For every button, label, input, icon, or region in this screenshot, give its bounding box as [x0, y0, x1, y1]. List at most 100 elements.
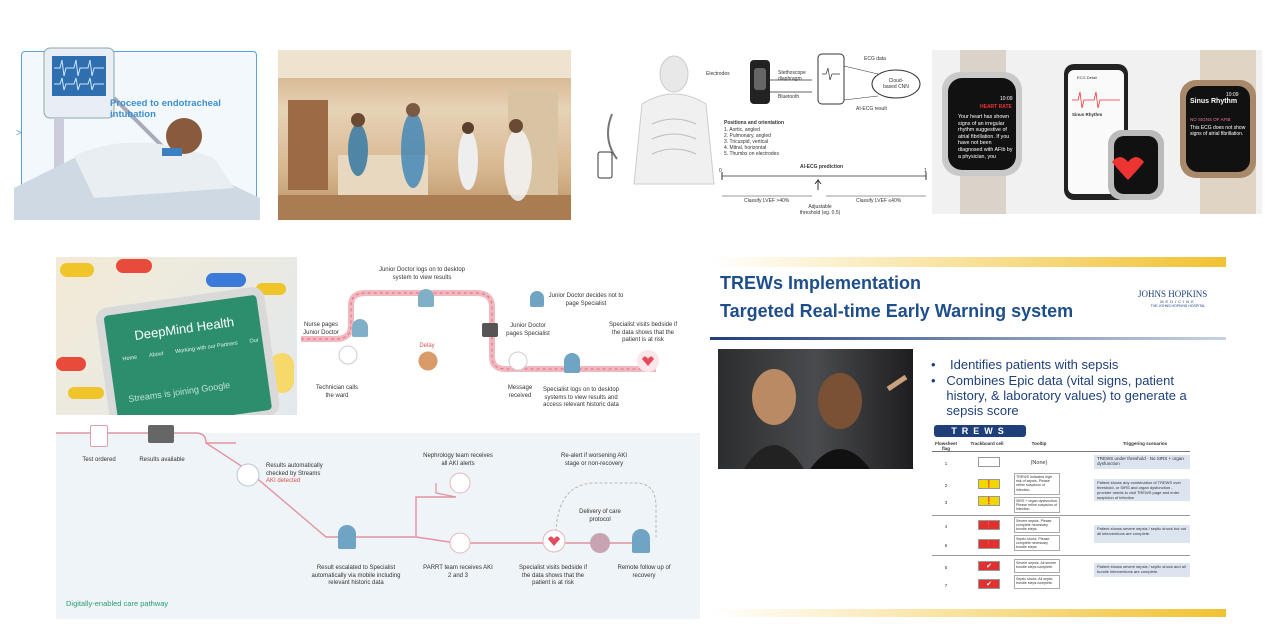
label-specialist-visits: Specialist visits bedside if the data sh… — [608, 322, 678, 343]
pathway-connectors — [56, 290, 659, 554]
bullet-2-text: Combines Epic data (vital signs, patient… — [946, 373, 1187, 418]
label-junior-logon: Junior Doctor logs on to desktop system … — [378, 267, 466, 281]
row2-flag: 2 — [944, 483, 948, 488]
intubation-scene — [14, 47, 260, 220]
label-nurse: Nurse pages Junior Doctor — [303, 322, 339, 336]
label-junior-decides: Junior Doctor decides not to page Specia… — [548, 293, 624, 307]
stethoscope-label: Stethoscope diaphragm — [778, 70, 806, 82]
axis-min: 0 — [719, 168, 722, 174]
intubation-title: Proceed to endotracheal intubation — [110, 98, 221, 120]
specialist-mobile-avatar — [338, 525, 356, 549]
nurse-avatar — [352, 319, 368, 337]
sinus-rhythm-text: This ECG does not show signs of atrial f… — [1190, 125, 1246, 137]
row4-scenario: Patient shows severe sepsis / septic sho… — [1094, 525, 1190, 543]
row1-cell — [978, 457, 1000, 467]
deepmind-phone-photo: DeepMind Health Home About Working with … — [56, 257, 297, 437]
followup-avatar — [632, 529, 650, 553]
top-stripe — [710, 257, 1226, 267]
label-message: Message received — [507, 385, 533, 399]
label-technician: Technician calls the ward — [315, 385, 359, 399]
deepmind-care-pathway: DeepMind Health Home About Working with … — [56, 257, 700, 619]
heart-rate-label: HEART RATE — [980, 104, 1012, 110]
bullet-2: • Combines Epic data (vital signs, patie… — [931, 373, 1201, 418]
trews-title: TREWs Implementation — [720, 273, 922, 293]
row5-flag: 6 — [944, 543, 948, 548]
ecg-detail-heading: ECG Detail — [1077, 75, 1098, 80]
bluetooth-label: Bluetooth — [778, 94, 800, 100]
row3-tooltip: SIRS + organ dysfunction. Please refine … — [1014, 497, 1060, 513]
label-test-ordered: Test ordered — [82, 457, 116, 463]
logo-text: JOHNS HOPKINS — [1138, 289, 1208, 299]
label-junior-pages: Junior Doctor pages Specialist — [506, 323, 550, 337]
digital-pathway-panel — [56, 433, 700, 619]
chevron-right-icon: > — [16, 128, 22, 139]
row6-flag: 5 — [944, 565, 948, 570]
phone-result: Sinus Rhythm — [1072, 112, 1103, 117]
axis-max: 1 — [924, 168, 927, 174]
ai-ecg-diagram: Electrodes Stethoscope diaphragm Bluetoo… — [582, 44, 930, 220]
label-results-available: Results available — [139, 457, 185, 463]
intubation-illustration: Proceed to endotracheal intubation > — [14, 38, 260, 220]
electrodes-label: Electrodes — [706, 71, 730, 77]
desktop-icon — [482, 323, 498, 337]
label-realert: Re-alert if worsening AKI stage or non-r… — [560, 453, 628, 467]
row7-tooltip: Septic shock. All septic bundle steps co… — [1014, 575, 1060, 589]
pills-scene — [56, 259, 294, 437]
label-aki: AKI detected — [266, 478, 301, 484]
label-parrt: PARRT team receives AKI 2 and 3 — [423, 565, 493, 579]
cloud-label: Cloud-based CNN — [883, 78, 909, 90]
clipboard-icon — [90, 425, 108, 447]
junior-doctor-decides-avatar — [530, 291, 544, 307]
header-flag: Flowsheet flag — [934, 441, 957, 451]
row2-alert-icon: ❗ — [978, 479, 1000, 489]
row6-scenario: Patient shows severe sepsis / septic sho… — [1094, 563, 1190, 577]
position-2: 2. Pulmonary, angled — [724, 133, 771, 139]
row4-flag: 4 — [944, 524, 948, 529]
row7-flag: 7 — [944, 583, 948, 588]
doctors-scene — [744, 369, 908, 469]
label-delay: Delay — [419, 343, 435, 349]
position-1: 1. Aortic, angled — [724, 127, 760, 133]
row4-tooltip: Severe sepsis. Please complete necessary… — [1014, 517, 1060, 533]
rule-2 — [932, 555, 1190, 556]
junior-doctor-avatar — [418, 289, 434, 307]
position-3: 3. Tricuspid, vertical — [724, 139, 769, 145]
row1-flag: 1 — [944, 461, 948, 466]
header-scenario: Triggering scenarios — [1122, 441, 1168, 446]
doctors-photo — [718, 349, 913, 469]
result-label: AI-ECG result — [856, 106, 887, 112]
row7-check-icon: ✔ — [978, 579, 1000, 589]
label-followup: Remote follow up of recovery — [617, 565, 671, 579]
hospital-hallway-photo — [278, 50, 571, 220]
row6-tooltip: Severe sepsis. All severe bundle steps c… — [1014, 559, 1060, 573]
right-time: 10:09 — [1226, 92, 1239, 98]
row3-flag: 3 — [944, 500, 948, 505]
hallway-scene — [278, 50, 571, 220]
specialist-avatar — [564, 353, 580, 373]
watch-scene — [942, 50, 1256, 214]
right-class-label: Classify LVEF ≤40% — [856, 198, 902, 204]
header-tooltip: Tooltip — [1031, 441, 1047, 446]
trews-slide: TREWs Implementation Targeted Real-time … — [710, 257, 1226, 619]
trews-badge: TREWS — [934, 425, 1026, 437]
row5-tooltip: Septic shock. Please complete necessary … — [1014, 535, 1060, 551]
left-time: 10:09 — [1000, 96, 1013, 102]
row1-tooltip: (None) — [1030, 460, 1048, 466]
row4-alert-icon: ❗ — [978, 520, 1000, 530]
header-cell: Trackboard cell — [970, 441, 1004, 446]
pathway-caption: Digitally-enabled care pathway — [66, 599, 169, 608]
rule-1 — [932, 515, 1190, 516]
label-specialist-visits-2: Specialist visits bedside if the data sh… — [518, 565, 588, 586]
title-divider — [710, 337, 1226, 340]
label-auto-checked: Results automatically checked by Streams — [266, 463, 323, 477]
smartwatch-ecg-photo: HEART RATE 10:09 Your heart has shown si… — [932, 50, 1262, 214]
label-specialist-logon: Specialist logs on to desktop systems to… — [542, 387, 620, 408]
label-escalated: Result escalated to Specialist automatic… — [311, 565, 401, 586]
row2-tooltip: TREWS indicates high risk of sepsis. Ple… — [1014, 473, 1060, 495]
ecg-figure — [597, 53, 927, 197]
johns-hopkins-logo: JOHNS HOPKINS MEDICINE THE JOHNS HOPKINS… — [1138, 289, 1218, 308]
label-delivery: Delivery of care protocol — [579, 509, 621, 523]
position-4: 4. Mitral, horizontal — [724, 145, 767, 151]
label-nephrology: Nephrology team receives all AKI alerts — [423, 453, 493, 467]
sinus-rhythm-heading: Sinus Rhythm — [1190, 98, 1238, 105]
